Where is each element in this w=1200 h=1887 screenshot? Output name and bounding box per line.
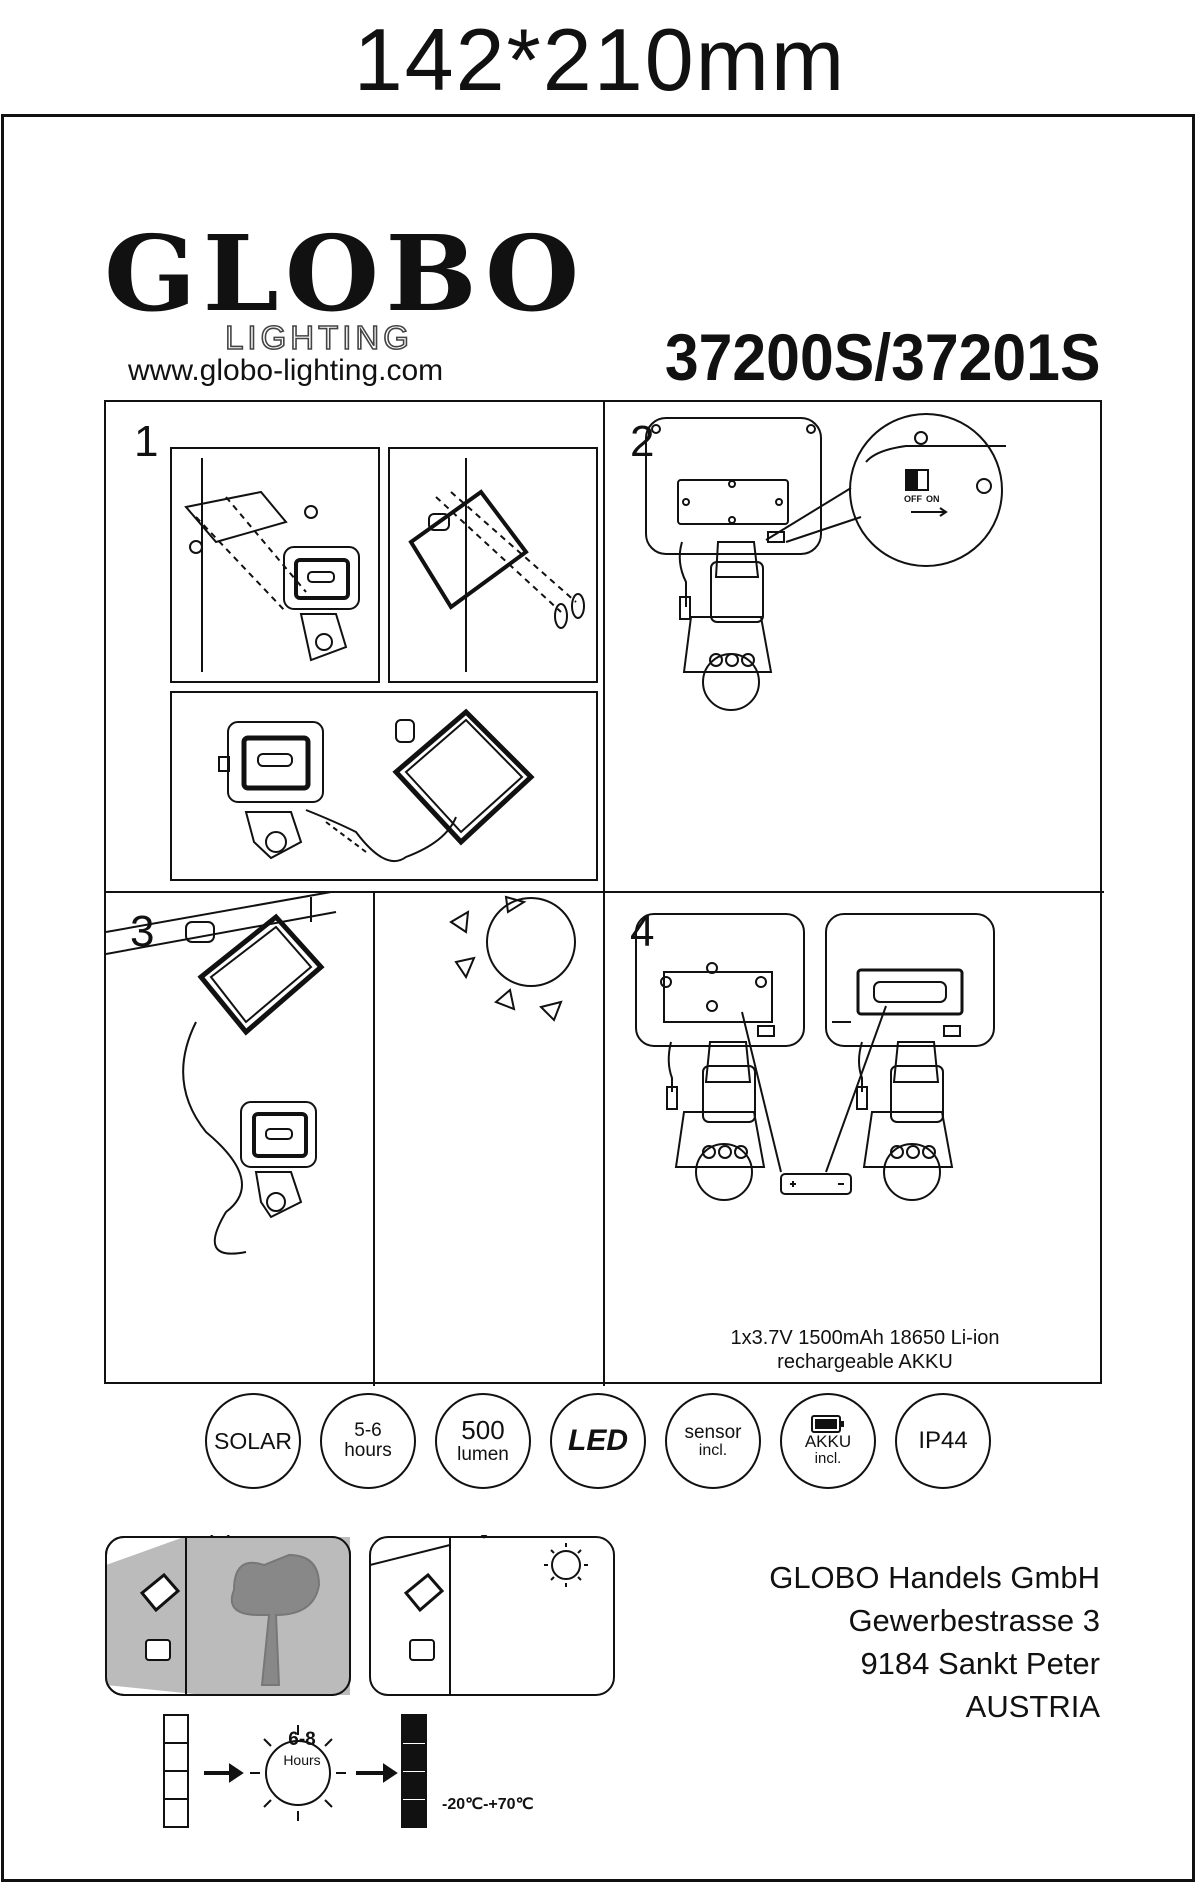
bracket-illustration <box>184 458 318 672</box>
solar-panel-bracket <box>408 458 585 672</box>
sun-icon <box>449 895 576 1022</box>
battery-icon <box>780 1173 852 1195</box>
switch-off-label: OFF <box>904 494 922 504</box>
lamp-with-cable <box>218 721 457 862</box>
brand-website: www.globo-lighting.com <box>128 354 444 387</box>
feature-solar-label: SOLAR <box>214 1427 292 1454</box>
charge-hours-label: 6-8 Hours <box>282 1730 322 1770</box>
temperature-range: -20℃-+70℃ <box>442 1796 534 1813</box>
feature-led-label: LED <box>568 1424 628 1458</box>
step4-lamp-left <box>635 913 805 1201</box>
instruction-illustrations <box>106 402 1104 1386</box>
lamp-back-view <box>645 417 822 711</box>
feature-sensor-label: sensor <box>684 1421 742 1443</box>
akku-feature-icon: AKKU incl. <box>780 1393 876 1489</box>
battery-caption-line1: 1x3.7V 1500mAh 18650 Li-ion <box>730 1327 1000 1349</box>
lumen-feature-icon: 500 lumen <box>435 1393 531 1489</box>
step1-connect-box <box>170 691 598 881</box>
battery-caption: 1x3.7V 1500mAh 18650 Li-ion rechargeable… <box>640 1326 1090 1374</box>
company-country: AUSTRIA <box>965 1689 1100 1724</box>
led-feature-icon: LED <box>550 1393 646 1489</box>
model-number: 37200S/37201S <box>664 320 1100 394</box>
step-number-1: 1 <box>134 417 159 466</box>
switch-on-label: ON <box>926 494 940 504</box>
feature-ip-label: IP44 <box>918 1427 968 1455</box>
step-number-4: 4 <box>630 907 655 956</box>
flood-lamp-small <box>283 546 360 662</box>
feature-akku-sublabel: incl. <box>814 1450 842 1468</box>
instruction-grid: 1 2 3 4 OFF ON <box>104 400 1104 1386</box>
manual-page-frame <box>1 114 1195 1882</box>
solar-feature-icon: SOLAR <box>205 1393 301 1489</box>
feature-sensor-sublabel: incl. <box>698 1441 728 1459</box>
feature-lumen-value: 500 <box>461 1415 505 1446</box>
charge-hours-unit: Hours <box>283 1752 321 1768</box>
ip-rating-feature-icon: IP44 <box>895 1393 991 1489</box>
feature-icons: SOLAR 5-6 hours 500 lumen LED sensor inc… <box>205 1393 1005 1493</box>
step-number-3: 3 <box>130 907 155 956</box>
step-number-2: 2 <box>630 417 655 466</box>
company-name: GLOBO Handels GmbH <box>769 1560 1100 1595</box>
company-city: 9184 Sankt Peter <box>860 1646 1100 1681</box>
page-size-label: 142*210mm <box>353 10 847 109</box>
battery-caption-line2: rechargeable AKKU <box>777 1351 953 1373</box>
company-street: Gewerbestrasse 3 <box>848 1603 1100 1638</box>
step1-mount-panel-box <box>388 447 598 683</box>
solar-panel-small <box>392 708 535 846</box>
charge-hours-value: 6-8 <box>288 1729 316 1750</box>
feature-akku-label: AKKU <box>804 1432 852 1452</box>
step4-lamp-right <box>825 913 995 1201</box>
placement-guide <box>105 1535 615 1828</box>
sensor-feature-icon: sensor incl. <box>665 1393 761 1489</box>
switch-zoom-circle <box>765 413 1006 567</box>
feature-lumen-label: lumen <box>457 1443 509 1465</box>
feature-hours-label: hours <box>344 1440 392 1461</box>
hours-feature-icon: 5-6 hours <box>320 1393 416 1489</box>
step1-mount-wall-box <box>170 447 380 683</box>
feature-hours-value: 5-6 <box>354 1420 382 1442</box>
battery-level-icon <box>811 1415 844 1434</box>
brand-sublogo: LIGHTING <box>224 319 413 357</box>
brand-logo: GLOBO <box>104 212 586 335</box>
company-address: GLOBO Handels GmbH Gewerbestrasse 3 9184… <box>769 1556 1100 1728</box>
step3-illustration <box>106 891 337 1255</box>
